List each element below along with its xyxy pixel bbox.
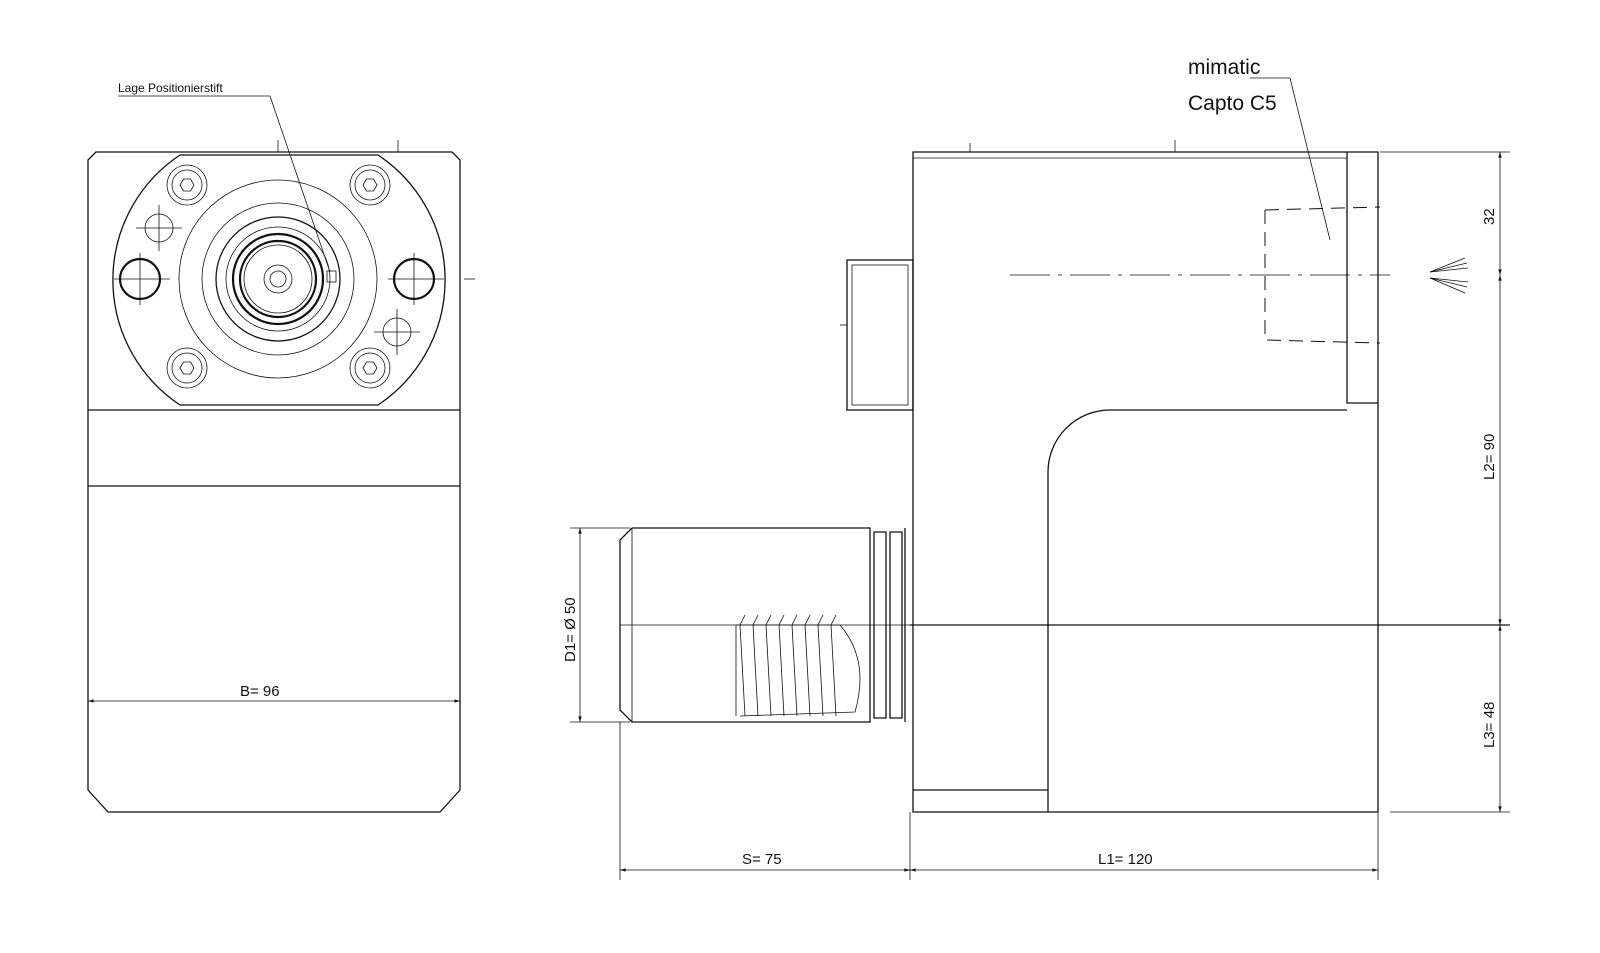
positioning-pin-label: Lage Positionierstift bbox=[118, 81, 223, 95]
dim-B: B= 96 bbox=[240, 683, 280, 700]
shank bbox=[619, 527, 910, 723]
side-body-outline bbox=[912, 151, 1379, 813]
front-body-outline bbox=[87, 151, 461, 813]
spray-icon bbox=[1429, 257, 1469, 294]
drive-coupling bbox=[846, 259, 914, 411]
dim-L3: L3= 48 bbox=[1481, 702, 1498, 748]
dim-D1: D1= Ø 50 bbox=[562, 597, 579, 662]
dim-32: 32 bbox=[1481, 208, 1498, 225]
pin-holes bbox=[114, 205, 444, 355]
bolt-holes bbox=[166, 164, 391, 389]
front-view: Lage Positionierstift B= 96 bbox=[87, 81, 475, 813]
flange bbox=[112, 154, 446, 406]
dim-L1: L1= 120 bbox=[1098, 851, 1153, 868]
dim-L2: L2= 90 bbox=[1481, 434, 1498, 480]
brand-label: mimatic bbox=[1188, 56, 1260, 79]
interface-label: Capto C5 bbox=[1188, 92, 1277, 115]
dim-S: S= 75 bbox=[742, 851, 782, 868]
side-view: mimatic Capto C5 32 L2= 90 L3= 48 D1= bbox=[562, 56, 1510, 880]
